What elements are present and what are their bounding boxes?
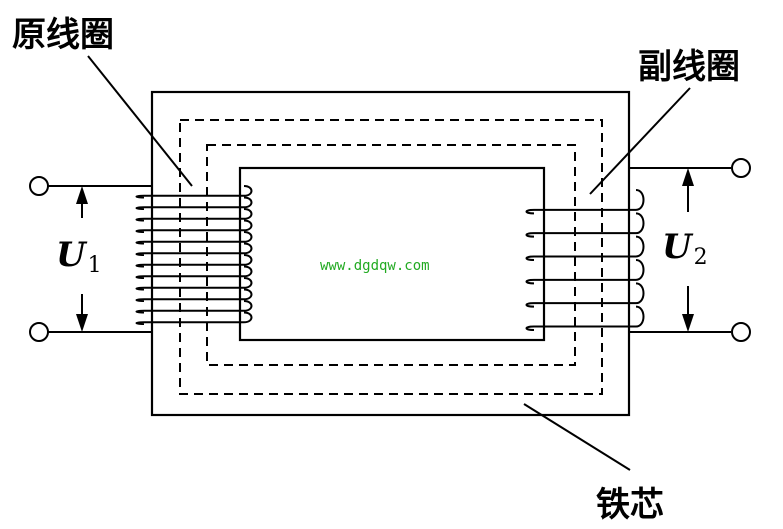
primary-coil-leader [87,55,193,187]
u1-label: U1 [56,235,102,278]
secondary-coil-turn [525,235,645,261]
core-inner-window [238,166,546,342]
secondary-coil-turn [525,259,645,285]
secondary-terminal-bottom [731,322,751,342]
secondary-circuit [629,158,751,342]
primary-coil-turn [135,311,253,325]
primary-coil-turn [135,288,253,302]
primary-coil-turn [135,219,253,233]
primary-coil-turn [135,231,253,245]
primary-coil-turn [135,185,253,199]
secondary-coil-leader [589,87,691,195]
u1-voltage-arrow [76,186,88,332]
primary-coil-turn [135,254,253,268]
primary-coil-winding [135,185,253,325]
secondary-coil-turn [525,212,645,238]
primary-coil-turn [135,277,253,291]
u2-label: U2 [662,227,708,270]
secondary-coil-label: 副线圈 [638,47,740,87]
primary-coil-label: 原线圈 [12,15,114,55]
secondary-coil-turn [525,305,645,331]
primary-terminal-bottom [29,322,49,342]
secondary-coil-winding [525,189,645,331]
secondary-coil-turn [525,282,645,308]
primary-coil-turn [135,242,253,256]
watermark-text: www.dgdqw.com [320,258,430,274]
secondary-terminal-top [731,158,751,178]
flux-loop-inner [206,144,576,366]
iron-core-label: 铁芯 [596,485,664,525]
primary-terminal-top [29,176,49,196]
primary-circuit [29,176,152,342]
secondary-coil-turn [525,189,645,215]
primary-coil-turn [135,208,253,222]
primary-coil-turn [135,300,253,314]
primary-coil-turn [135,265,253,279]
u2-voltage-arrow [682,168,694,332]
iron-core-leader [523,403,631,471]
primary-coil-turn [135,196,253,210]
